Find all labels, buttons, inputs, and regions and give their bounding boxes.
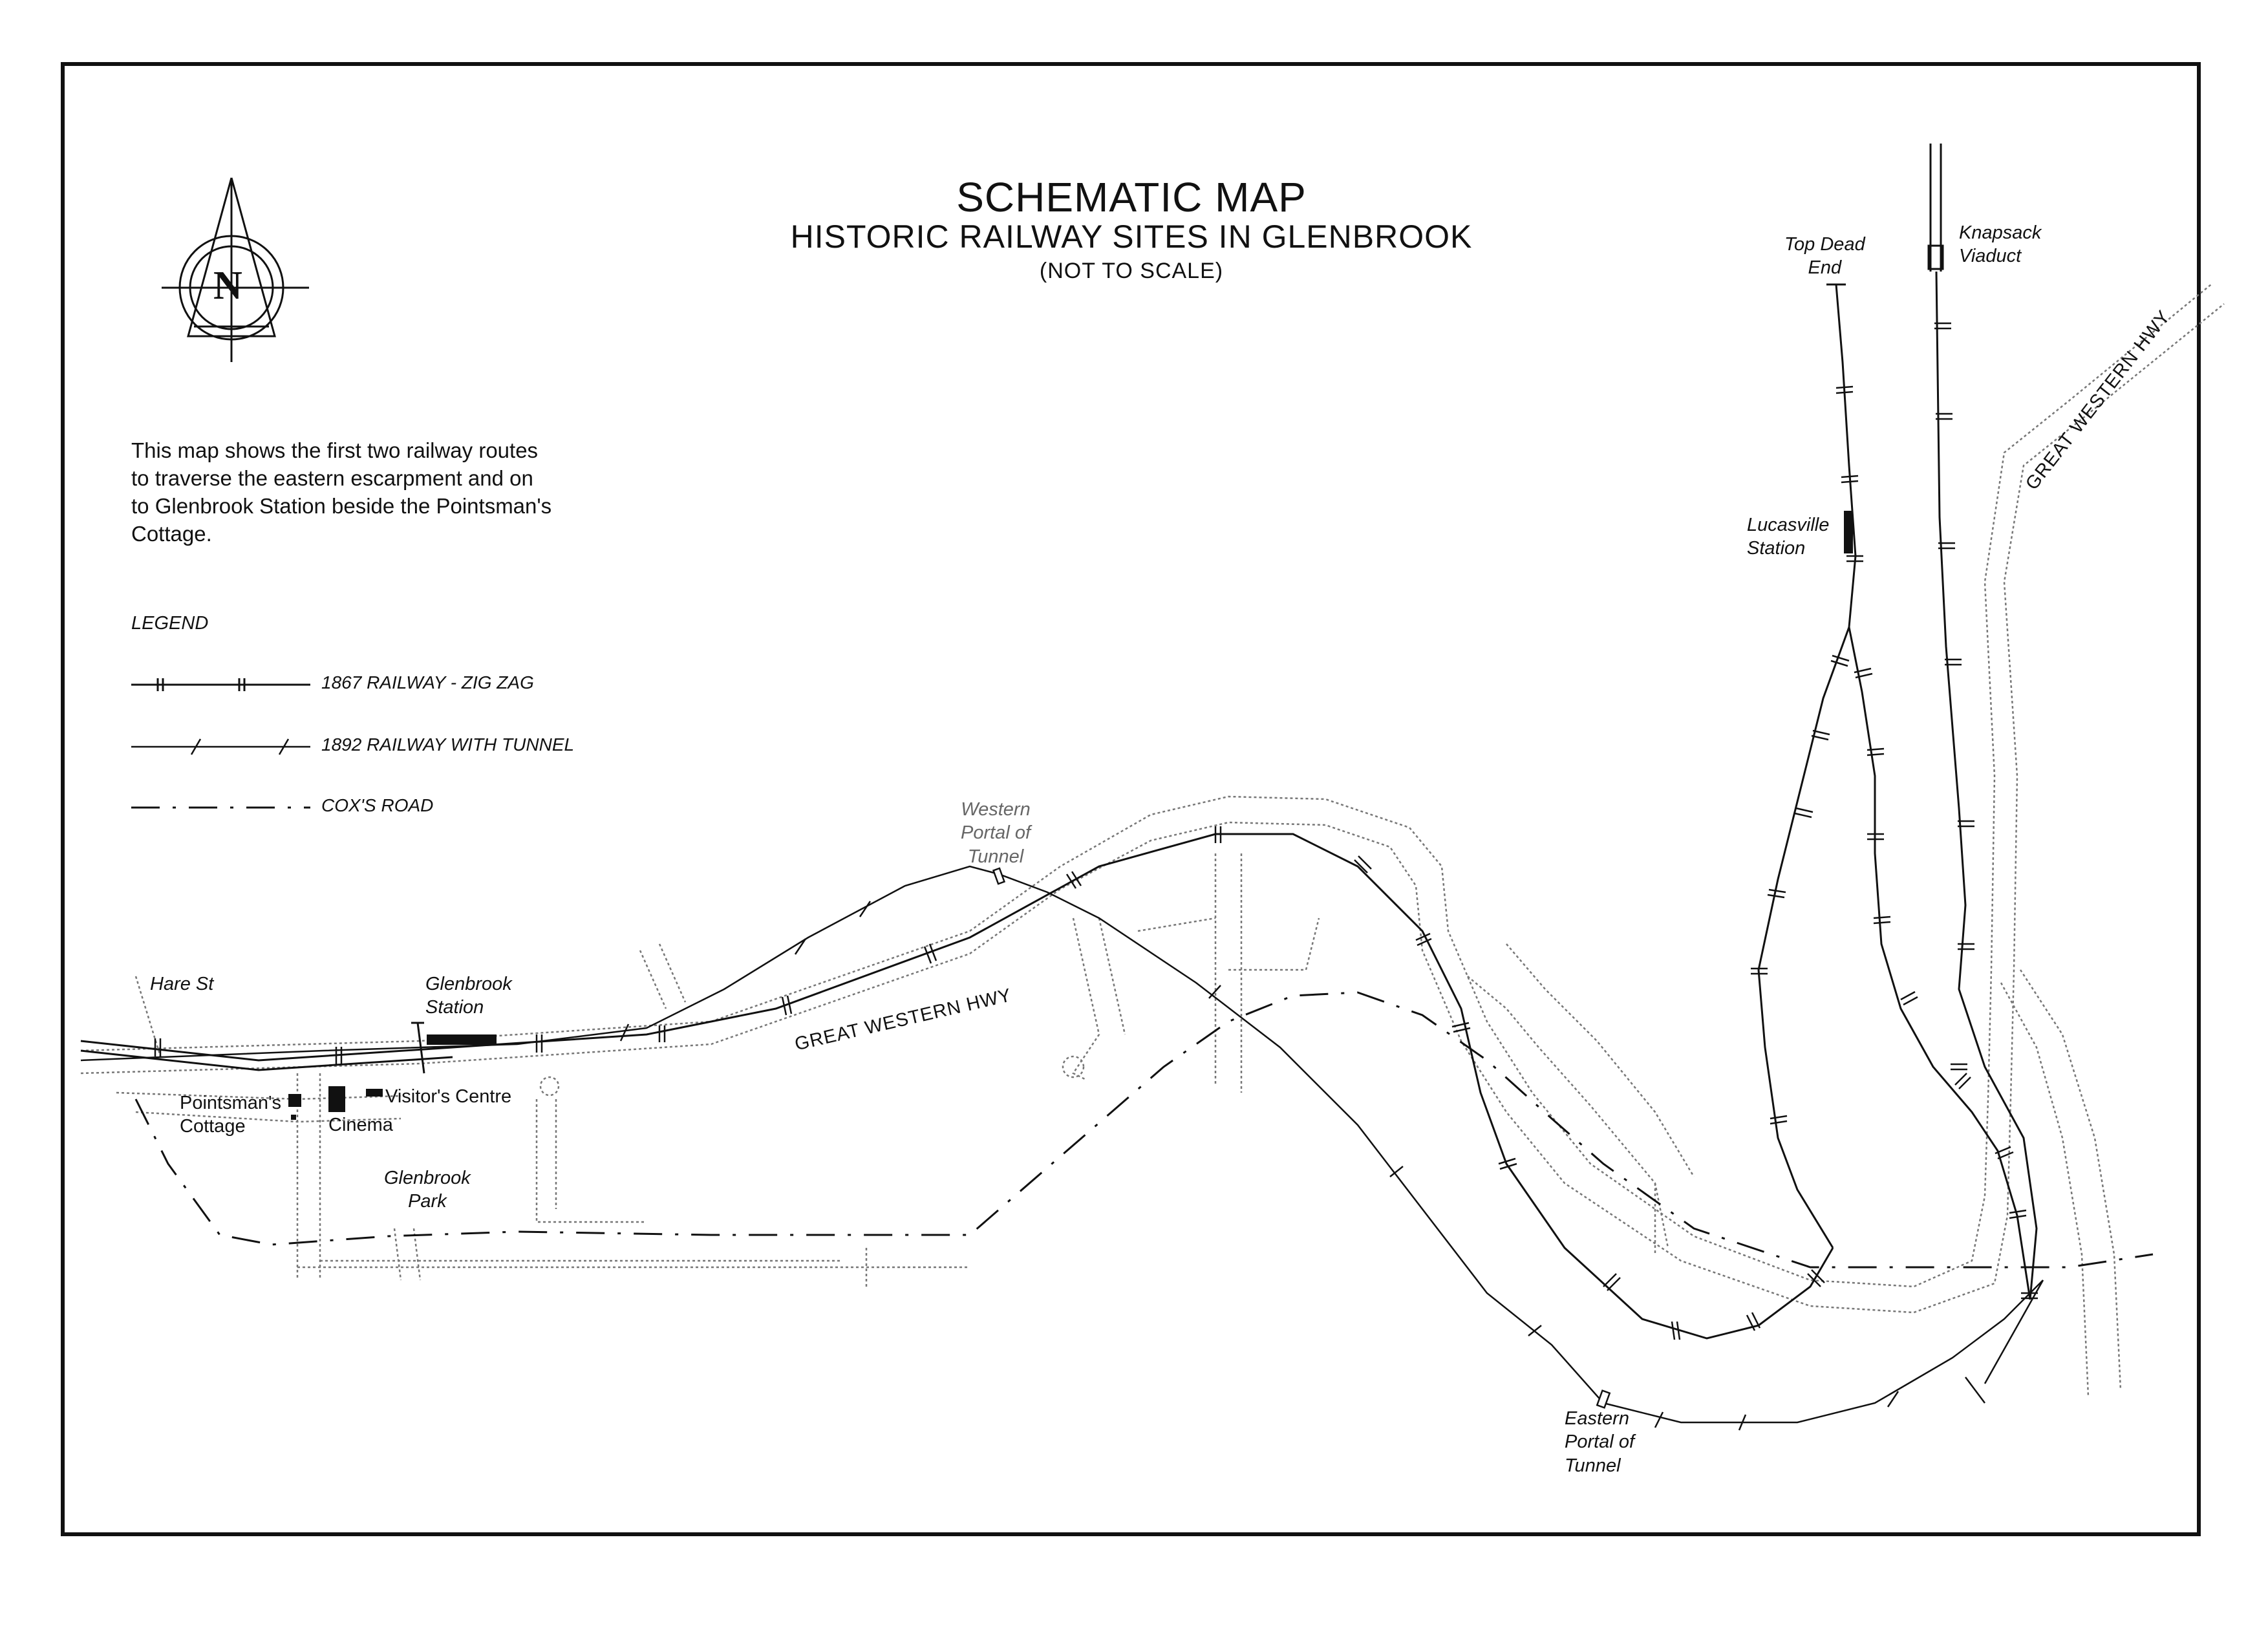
map-title: SCHEMATIC MAP [956, 174, 1307, 220]
label-glenbrook-station: Glenbrook Station [425, 972, 512, 1020]
station-platform-marks [411, 1022, 425, 1074]
railway-1867-ties [154, 322, 2038, 1340]
buildings [288, 511, 1853, 1120]
compass-north-letter: N [213, 264, 242, 308]
legend-label-1867: 1867 RAILWAY - ZIG ZAG [321, 672, 534, 692]
intro-line: This map shows the first two railway rou… [131, 438, 539, 462]
map-frame [61, 62, 2201, 1536]
label-lucasville-station: Lucasville Station [1747, 513, 1829, 561]
railway-1892-ticks [619, 901, 1899, 1431]
lucasville-station-building [1844, 511, 1853, 553]
label-line: Tunnel [967, 846, 1024, 867]
intro-line: to Glenbrook Station beside the Pointsma… [131, 493, 552, 518]
label-visitors-centre: Visitor's Centre [385, 1086, 512, 1107]
pointsmans-cottage-building [288, 1094, 301, 1107]
label-line: Eastern [1565, 1408, 1629, 1429]
visitors-centre-building [366, 1089, 383, 1097]
label-eastern-portal: Eastern Portal of Tunnel [1565, 1407, 1634, 1477]
label-hare-st: Hare St [150, 974, 214, 994]
label-line: Lucasville [1747, 515, 1830, 535]
street-network [80, 284, 2225, 1397]
label-western-portal: Western Portal of Tunnel [961, 798, 1031, 868]
label-pointsmans-cottage: Pointsman's Cottage [180, 1091, 281, 1139]
label-line: Pointsman's [180, 1093, 282, 1113]
legend-heading: LEGEND [131, 613, 209, 634]
label-line: Glenbrook [425, 974, 512, 994]
scale-note: (NOT TO SCALE) [1039, 259, 1224, 284]
legend-symbol-1892 [131, 738, 310, 755]
label-line: Top Dead [1784, 234, 1865, 255]
label-top-dead-end: Top Dead End [1784, 233, 1865, 280]
knapsack-viaduct-symbol [1927, 144, 1944, 272]
map-subtitle: HISTORIC RAILWAY SITES IN GLENBROOK [790, 219, 1473, 255]
railway-1892-with-tunnel [80, 865, 2044, 1424]
coxs-road-line [134, 991, 2154, 1269]
label-line: Tunnel [1565, 1455, 1621, 1476]
railway-1867-zig-zag [80, 271, 2038, 1340]
label-glenbrook-park: Glenbrook Park [384, 1166, 471, 1214]
legend-symbol-1867 [131, 678, 310, 691]
legend-label-coxs-road: COX'S ROAD [321, 795, 434, 815]
label-line: Cottage [180, 1116, 246, 1137]
north-arrow-compass-icon [162, 177, 309, 362]
label-line: Western [961, 799, 1031, 820]
label-line: Viaduct [1959, 246, 2022, 267]
cinema-building [328, 1086, 345, 1112]
glenbrook-station-building [427, 1034, 497, 1045]
label-line: Glenbrook [384, 1168, 471, 1188]
label-knapsack-viaduct: Knapsack Viaduct [1959, 221, 2041, 268]
label-line: Knapsack [1959, 222, 2042, 243]
label-line: Station [1747, 538, 1806, 559]
label-line: Station [425, 997, 484, 1018]
label-line: Portal of [1565, 1431, 1634, 1453]
label-line: Park [408, 1191, 447, 1212]
intro-text: This map shows the first two railway rou… [131, 437, 623, 548]
intro-line: to traverse the eastern escarpment and o… [131, 466, 533, 490]
label-line: End [1808, 257, 1842, 279]
pointsmans-cottage-small [291, 1115, 296, 1120]
label-cinema: Cinema [328, 1115, 393, 1135]
label-line: Portal of [961, 822, 1031, 844]
intro-line: Cottage. [131, 521, 212, 546]
tunnel-portals [992, 867, 1611, 1409]
legend-label-1892: 1892 RAILWAY WITH TUNNEL [321, 734, 575, 755]
map-title-block: SCHEMATIC MAP HISTORIC RAILWAY SITES IN … [711, 174, 1552, 284]
